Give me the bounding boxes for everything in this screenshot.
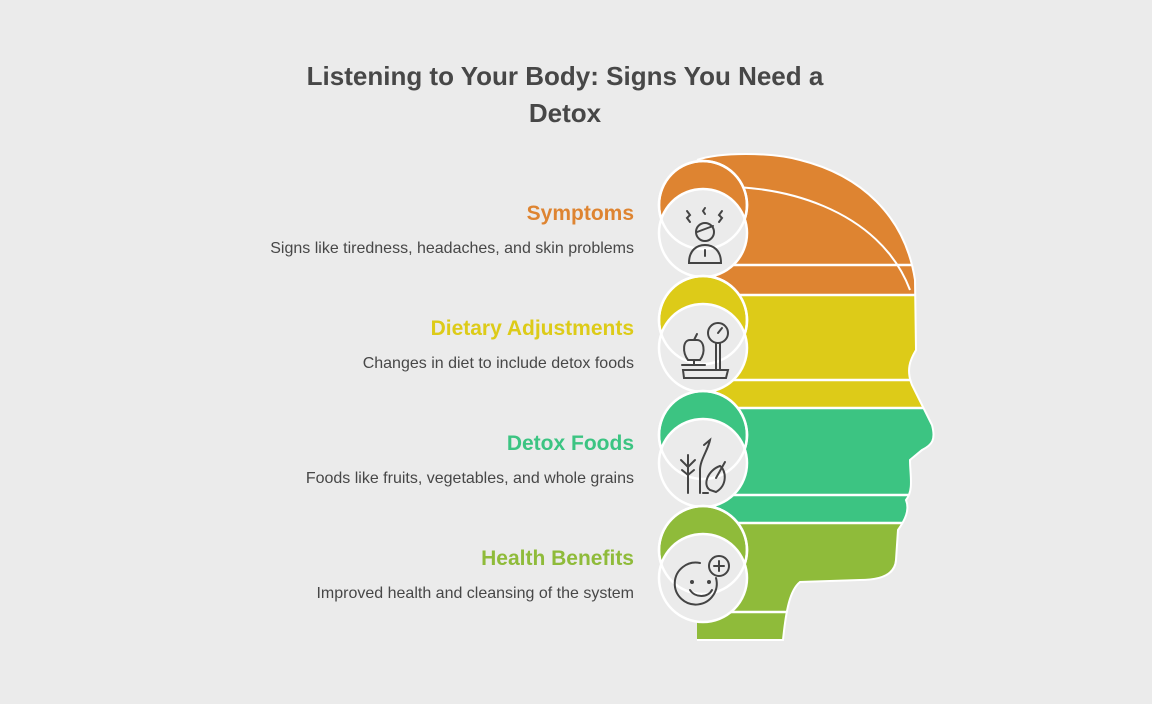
item-description: Changes in diet to include detox foods bbox=[362, 355, 634, 372]
page-title: Listening to Your Body: Signs You Need a… bbox=[306, 61, 824, 128]
item-detox-foods: Detox Foods Foods like fruits, vegetable… bbox=[154, 432, 634, 488]
item-heading: Health Benefits bbox=[481, 547, 634, 570]
item-heading: Dietary Adjustments bbox=[430, 317, 634, 340]
item-dietary-adjustments: Dietary Adjustments Changes in diet to i… bbox=[154, 317, 634, 373]
item-heading: Detox Foods bbox=[506, 432, 634, 455]
item-heading: Symptoms bbox=[526, 202, 634, 225]
apple-scale-icon bbox=[681, 322, 730, 379]
item-symptoms: Symptoms Signs like tiredness, headaches… bbox=[154, 202, 634, 258]
stressed-person-icon bbox=[685, 207, 724, 264]
smiley-plus-icon bbox=[673, 555, 730, 606]
item-health-benefits: Health Benefits Improved health and clea… bbox=[154, 547, 634, 603]
item-description: Foods like fruits, vegetables, and whole… bbox=[305, 470, 634, 487]
vegetables-icon bbox=[680, 437, 726, 494]
item-description: Signs like tiredness, headaches, and ski… bbox=[270, 240, 634, 257]
item-description: Improved health and cleansing of the sys… bbox=[316, 585, 634, 602]
